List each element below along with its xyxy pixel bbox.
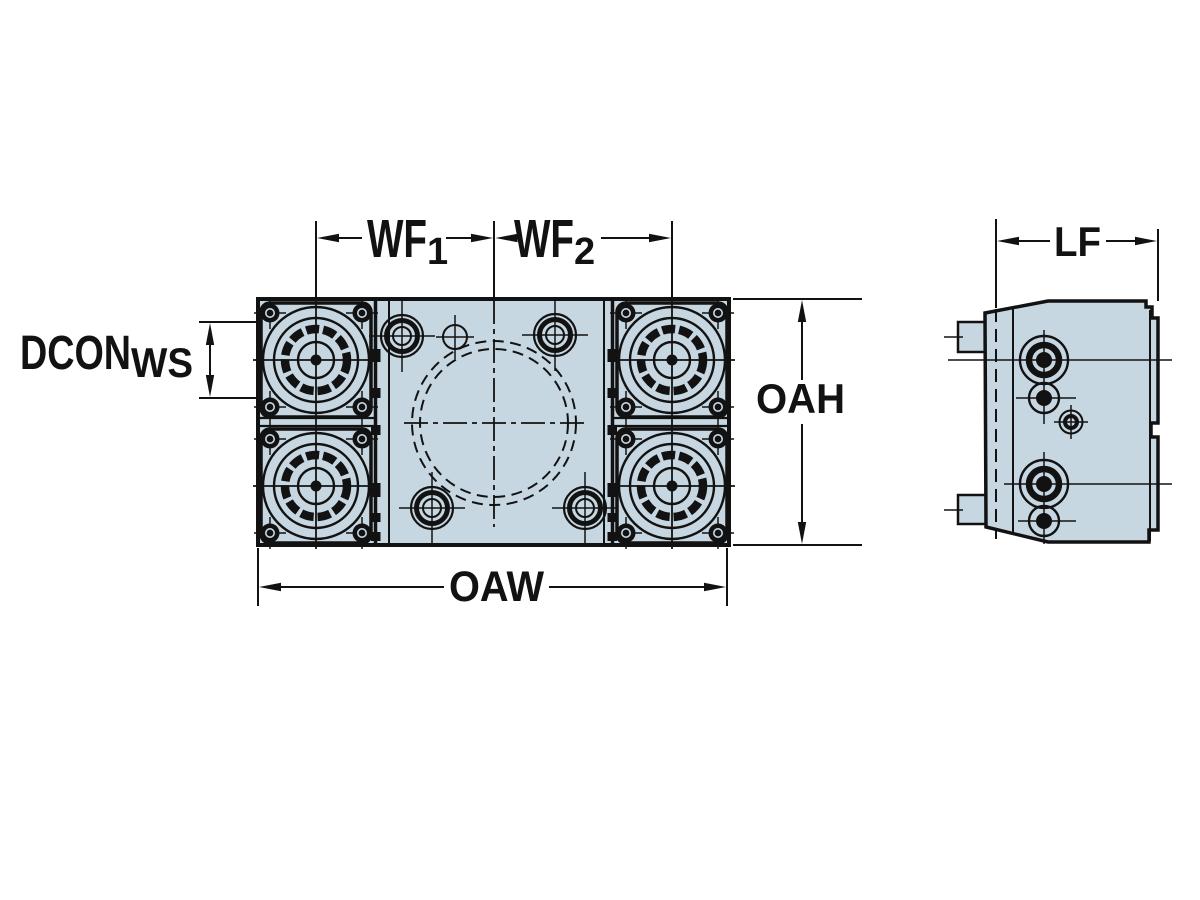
front-view: [253, 297, 735, 549]
dim-label-dcon-ws: DCONWS: [20, 327, 193, 386]
side-view: [944, 299, 1172, 544]
arrowhead: [205, 375, 215, 397]
bore-dashed-circle-inner: [419, 348, 569, 498]
divider-slots: [371, 349, 617, 541]
arrowhead: [704, 582, 726, 592]
dim-oah: OAH: [733, 298, 862, 546]
middle-panel: [369, 299, 618, 544]
dim-label-lf: LF: [1054, 218, 1101, 265]
dim-lf: LF: [995, 218, 1159, 308]
arrowhead: [205, 323, 215, 345]
dim-dcon-ws: DCONWS: [20, 321, 259, 399]
dim-label-wf2: WF2: [514, 209, 595, 273]
dim-wf2: WF2: [495, 209, 673, 298]
side-coupling-lower: [1020, 460, 1068, 508]
coupling-bottom-right: [609, 423, 735, 549]
dim-oaw: OAW: [257, 548, 728, 611]
dim-wf1: WF1: [315, 209, 495, 299]
coupling-top-left: [253, 297, 379, 423]
bore-dashed-circle-outer: [411, 340, 577, 506]
coupling-bottom-left: [253, 423, 379, 549]
arrowhead: [495, 233, 518, 243]
dim-label-oah: OAH: [756, 375, 845, 422]
arrowhead: [797, 300, 807, 322]
arrowhead: [1135, 236, 1157, 246]
arrowhead: [471, 233, 493, 243]
coupling-top-right: [609, 297, 735, 423]
arrowhead: [649, 233, 671, 243]
dim-label-oaw: OAW: [449, 563, 544, 611]
side-coupling-upper: [1020, 336, 1068, 384]
pilot-hole: [436, 315, 474, 359]
dim-label-wf1: WF1: [367, 209, 448, 273]
arrowhead: [797, 522, 807, 544]
arrowhead: [259, 582, 281, 592]
arrowhead: [997, 236, 1019, 246]
arrowhead: [317, 233, 339, 243]
